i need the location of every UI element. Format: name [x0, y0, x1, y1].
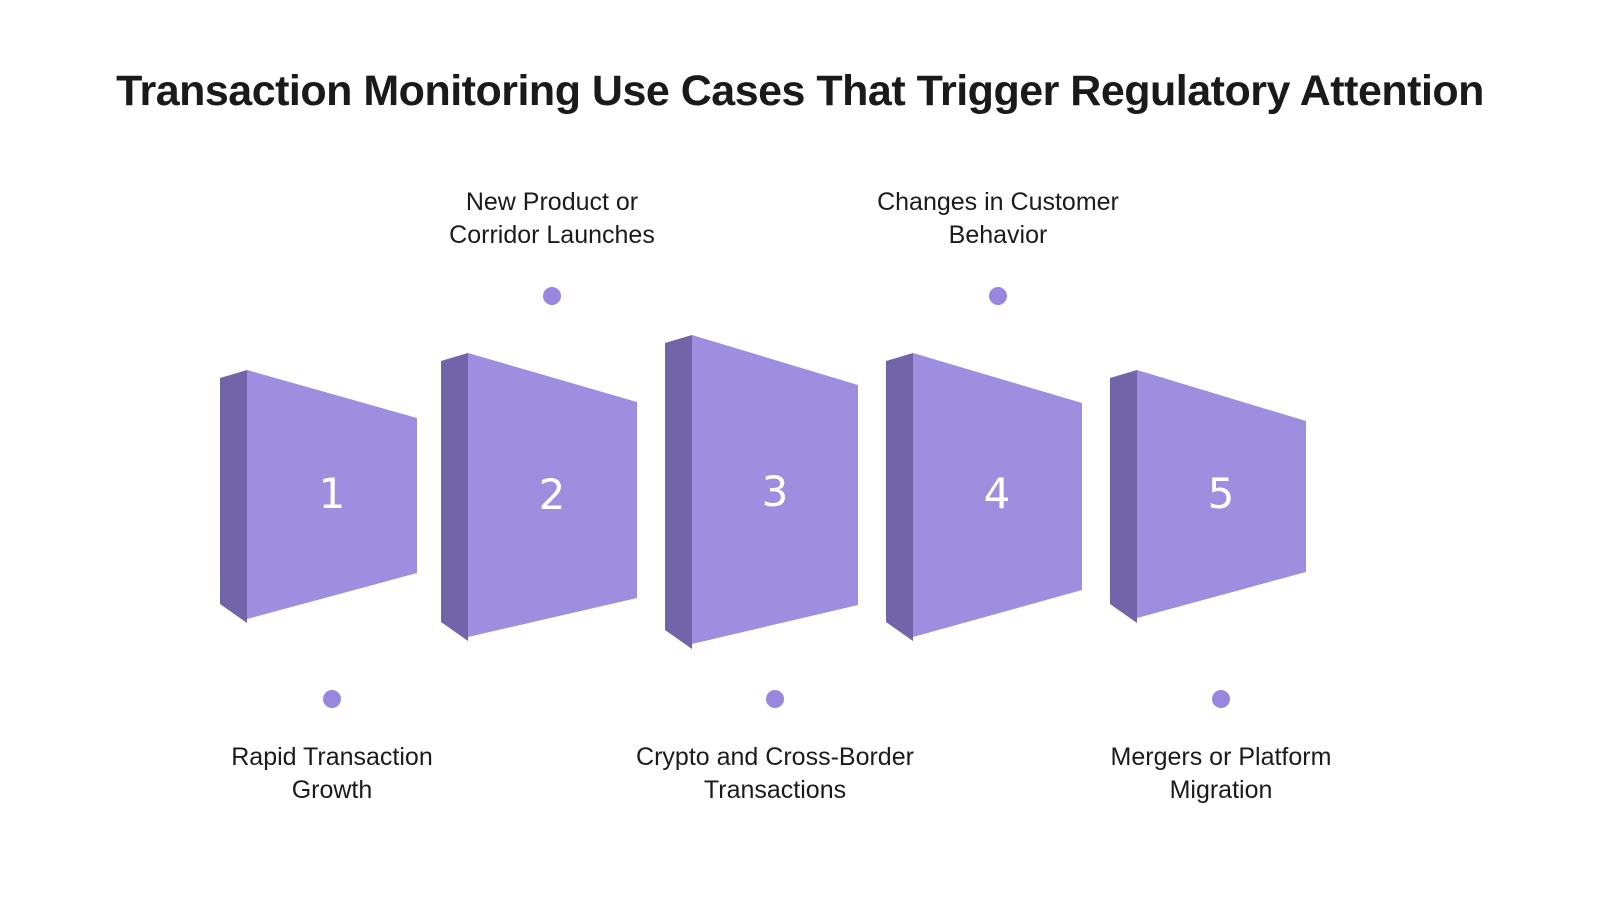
step-label-1: Rapid Transaction Growth: [162, 741, 502, 807]
connector-dot-step-1: [323, 690, 341, 708]
step-number-4: 4: [984, 469, 1011, 518]
step-label-4: Changes in Customer Behavior: [828, 186, 1168, 252]
step-label-3: Crypto and Cross-Border Transactions: [605, 741, 945, 807]
slab-side-face: [1110, 370, 1137, 623]
step-label-line: Mergers or Platform: [1110, 743, 1332, 771]
connector-dot-step-2: [543, 287, 561, 305]
slab-front-face: [913, 353, 1082, 637]
step-label-5: Mergers or Platform Migration: [1051, 741, 1391, 807]
step-label-line: Growth: [291, 776, 373, 804]
slab-side-face: [220, 370, 247, 623]
slab-front-face: [468, 353, 637, 637]
step-label-line: Corridor Launches: [449, 221, 655, 249]
slab-side-face: [441, 353, 468, 641]
slab-front-face: [692, 335, 858, 644]
page-title: Transaction Monitoring Use Cases That Tr…: [116, 67, 1484, 115]
step-shape-3: 3: [665, 335, 858, 649]
step-label-line: Changes in Customer: [877, 188, 1119, 216]
slab-front-face: [1137, 370, 1306, 618]
step-number-2: 2: [539, 470, 566, 519]
step-number-5: 5: [1208, 469, 1235, 518]
step-number-3: 3: [762, 467, 789, 516]
step-label-2: New Product or Corridor Launches: [382, 186, 722, 252]
step-label-line: Rapid Transaction: [231, 743, 433, 771]
step-label-line: New Product or: [465, 188, 639, 216]
connector-dot-step-4: [989, 287, 1007, 305]
connector-dot-step-3: [766, 690, 784, 708]
slab-side-face: [665, 335, 692, 649]
step-label-line: Behavior: [948, 221, 1048, 249]
step-shape-4: 4: [886, 353, 1082, 641]
connector-dot-step-5: [1212, 690, 1230, 708]
step-number-1: 1: [319, 469, 346, 518]
step-label-line: Migration: [1169, 776, 1273, 804]
slab-front-face: [247, 370, 417, 619]
step-label-line: Transactions: [703, 776, 847, 804]
slab-side-face: [886, 353, 913, 641]
step-shape-5: 5: [1110, 370, 1306, 623]
step-shape-1: 1: [220, 370, 417, 623]
step-shape-2: 2: [441, 353, 637, 641]
step-label-line: Crypto and Cross-Border: [636, 743, 914, 771]
